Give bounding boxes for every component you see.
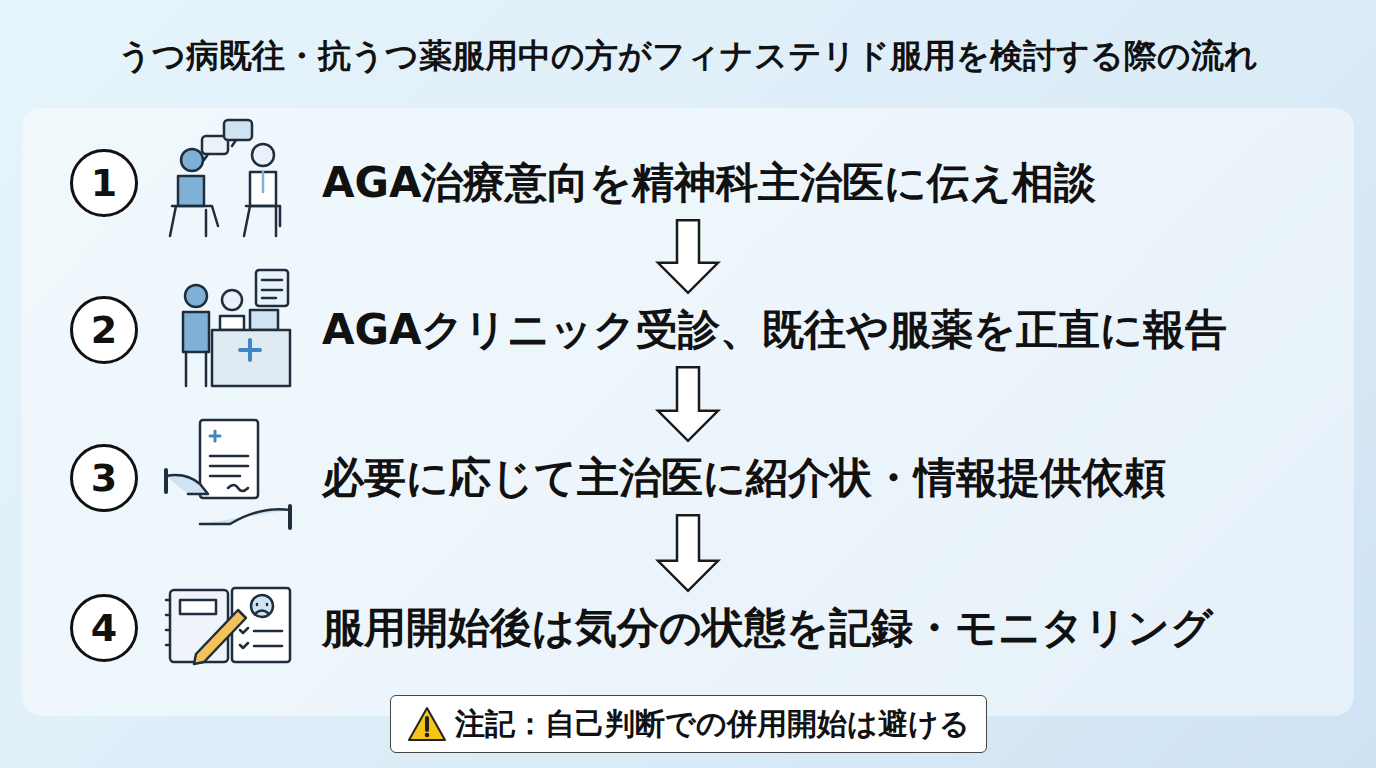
flow-arrow <box>658 367 718 441</box>
step-label: 必要に応じて主治医に紹介状・情報提供依頼 <box>318 451 1170 505</box>
note-text: 注記：自己判断での併用開始は避ける <box>455 706 970 741</box>
step-number: 3 <box>70 444 138 512</box>
step-text: 服用開始後は気分の状態を記録・モニタリング <box>322 603 1213 652</box>
step-number: 2 <box>70 296 138 364</box>
step-text: AGAクリニック受診、既往や服薬を正直に報告 <box>322 305 1227 354</box>
warning-icon <box>407 706 447 742</box>
step-number-text: 3 <box>91 456 117 500</box>
step-number-text: 1 <box>91 161 117 205</box>
step-number-text: 4 <box>91 606 117 650</box>
flow-arrow <box>658 515 718 591</box>
flow-arrow <box>658 220 718 293</box>
step-label: AGAクリニック受診、既往や服薬を正直に報告 <box>318 303 1231 357</box>
note-box: 注記：自己判断での併用開始は避ける <box>390 695 987 753</box>
step-text: 必要に応じて主治医に紹介状・情報提供依頼 <box>322 453 1166 502</box>
step-number-text: 2 <box>91 308 117 352</box>
step-label: 服用開始後は気分の状態を記録・モニタリング <box>318 601 1217 655</box>
step-label: AGA治療意向を精神科主治医に伝え相談 <box>318 156 1100 210</box>
step-number: 1 <box>70 149 138 217</box>
diagram-title: うつ病既往・抗うつ薬服用中の方がフィナステリド服用を検討する際の流れ <box>0 34 1376 79</box>
step-number: 4 <box>70 594 138 662</box>
step-text: AGA治療意向を精神科主治医に伝え相談 <box>322 158 1096 207</box>
